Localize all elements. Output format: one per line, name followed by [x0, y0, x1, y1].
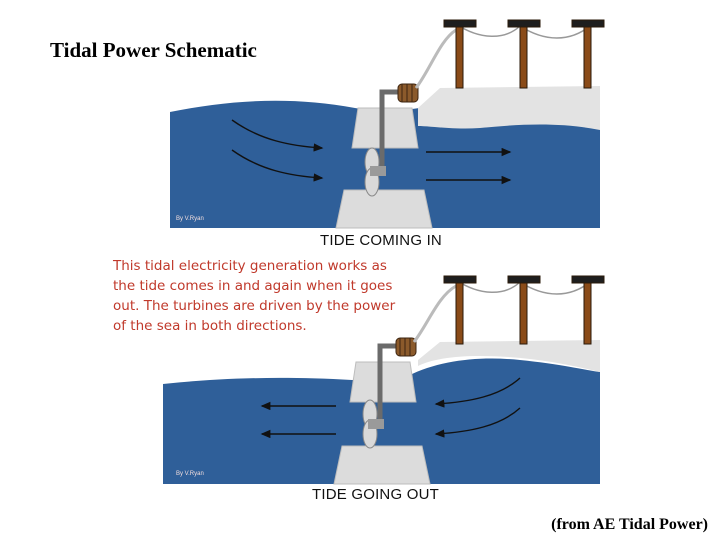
power-cable: [414, 28, 457, 89]
note-line: out. The turbines are driven by the powe…: [113, 298, 396, 314]
power-cable: [412, 284, 457, 343]
note-line: This tidal electricity generation works …: [113, 258, 387, 274]
shore-land: [418, 86, 600, 130]
panel-tide-coming-in: By V.Ryan: [170, 19, 605, 229]
credit-label: By V.Ryan: [176, 216, 204, 222]
diagram-title: Tidal Power Schematic: [50, 38, 257, 62]
barrage-upper-block: [349, 361, 417, 403]
basin-water: [408, 358, 600, 484]
caption-tide-going-out: TIDE GOING OUT: [312, 486, 439, 503]
credit-label: By V.Ryan: [176, 471, 204, 477]
shore-land: [418, 340, 600, 372]
turbine-shaft: [379, 89, 400, 172]
caption-tide-coming-in: TIDE COMING IN: [320, 232, 442, 249]
turbine-shaft: [377, 343, 398, 426]
barrage-lower-block: [335, 189, 433, 229]
note-line: of the sea in both directions.: [113, 318, 307, 334]
utility-poles: [443, 19, 605, 89]
turbine-blades: [362, 399, 384, 449]
barrage-lower-block: [333, 445, 431, 485]
generator-coil: [395, 337, 417, 357]
panel-tide-going-out: By V.Ryan: [163, 275, 605, 485]
note-line: the tide comes in and again when it goes: [113, 278, 393, 294]
flow-arrows-out: [260, 377, 521, 439]
source-attribution: (from AE Tidal Power): [551, 516, 708, 533]
barrage-upper-block: [351, 107, 419, 149]
utility-poles: [443, 275, 605, 345]
flow-arrows-in: [231, 119, 512, 185]
turbine-blades: [364, 147, 386, 197]
generator-coil: [397, 83, 419, 103]
explanation-note: This tidal electricity generation works …: [113, 256, 403, 336]
